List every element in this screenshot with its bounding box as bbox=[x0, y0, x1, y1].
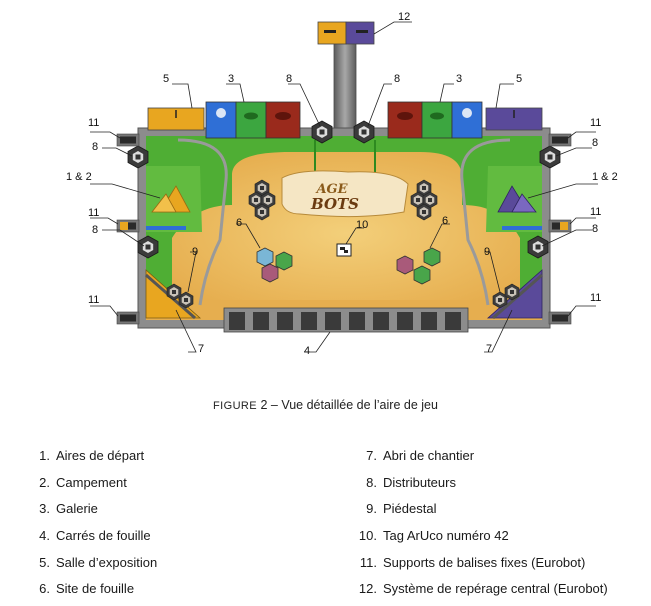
legend-item: 3. Galerie bbox=[38, 499, 157, 526]
excavation-site-left bbox=[256, 247, 293, 283]
legend-label: Campement bbox=[56, 474, 127, 490]
callout-4: 4 bbox=[304, 345, 310, 357]
legend-left-column: 1.Aires de départ 2.Campement 3.Galerie … bbox=[38, 446, 157, 606]
legend-label: Tag ArUco numéro 42 bbox=[383, 528, 509, 544]
logo-line-2: BOTS bbox=[310, 195, 359, 213]
legend-number: 9. bbox=[366, 501, 377, 517]
callout-12: 12 bbox=[398, 11, 410, 23]
legend-number: 1. bbox=[39, 448, 50, 463]
legend-item: 8. Distributeurs bbox=[357, 473, 608, 500]
callout-11-left-bottom: 11 bbox=[88, 294, 99, 306]
legend-label: Site de fouille bbox=[56, 581, 135, 597]
callout-8-left-top: 8 bbox=[92, 141, 98, 153]
callout-6-right: 6 bbox=[442, 215, 448, 227]
legend-number: 8. bbox=[366, 474, 377, 490]
figure-caption: FIGURE 2 – Vue détaillée de l’aire de je… bbox=[0, 398, 651, 412]
legend-item: 6. Site de fouille bbox=[38, 579, 157, 606]
gallery-left bbox=[205, 101, 301, 139]
callout-9-left: 9 bbox=[192, 246, 198, 258]
legend-number: 2. bbox=[39, 474, 50, 490]
legend-number: 5. bbox=[39, 554, 50, 570]
aruco-tag bbox=[336, 243, 352, 257]
caption-prefix: FIGURE bbox=[213, 400, 258, 412]
callout-11-left-top: 11 bbox=[88, 117, 99, 129]
callout-11-left-mid: 11 bbox=[88, 207, 99, 219]
callout-8-top-left: 8 bbox=[286, 73, 292, 85]
legend-label: Aires de départ bbox=[56, 448, 145, 463]
start-area-yellow bbox=[146, 166, 202, 232]
display-room-yellow bbox=[147, 107, 205, 131]
legend-number: 11. bbox=[359, 554, 377, 570]
callout-1and2-left: 1 & 2 bbox=[66, 171, 92, 183]
callout-10: 10 bbox=[356, 219, 368, 231]
callout-11-right-top: 11 bbox=[590, 117, 601, 129]
excavation-squares bbox=[223, 307, 469, 333]
legend-number: 6. bbox=[39, 581, 50, 597]
excavation-site-right bbox=[396, 247, 441, 285]
start-area-purple bbox=[486, 166, 542, 232]
callout-9-right: 9 bbox=[484, 246, 490, 258]
callout-11-right-mid: 11 bbox=[590, 206, 601, 218]
legend-item: 11. Supports de balises fixes (Eurobot) bbox=[357, 553, 608, 580]
callout-11-right-bottom: 11 bbox=[590, 292, 601, 304]
legend-label: Carrés de fouille bbox=[56, 528, 151, 544]
callout-8-top-right: 8 bbox=[394, 73, 400, 85]
callout-8-right-top: 8 bbox=[592, 137, 598, 149]
leader-lines bbox=[90, 21, 598, 353]
beacon-supports bbox=[116, 133, 572, 325]
legend-number: 12. bbox=[358, 581, 377, 597]
game-area-figure: AGE BOTS bbox=[66, 11, 618, 357]
legend-number: 3. bbox=[39, 501, 50, 517]
legend-item: 12. Système de repérage central (Eurobot) bbox=[357, 579, 608, 606]
callout-6-left: 6 bbox=[236, 217, 242, 229]
legend-item: 7. Abri de chantier bbox=[357, 446, 608, 473]
legend-item: 2. Campement bbox=[38, 473, 157, 500]
legend-item: 1. Aires de départ bbox=[38, 446, 157, 473]
callout-7-left: 7 bbox=[198, 343, 204, 355]
legend-label: Salle d’exposition bbox=[56, 554, 158, 570]
callout-8-right-mid: 8 bbox=[592, 223, 598, 235]
legend-number: 7. bbox=[366, 448, 377, 463]
callout-8-left-mid: 8 bbox=[92, 224, 98, 236]
legend-label: Abri de chantier bbox=[383, 448, 475, 463]
callout-labels: 12 5 3 8 8 3 5 11 8 1 & 2 11 8 9 11 7 11… bbox=[66, 11, 618, 357]
caption-text: 2 – Vue détaillée de l’aire de jeu bbox=[257, 398, 438, 412]
legend-number: 4. bbox=[39, 528, 50, 544]
legend-label: Supports de balises fixes (Eurobot) bbox=[383, 554, 586, 570]
legend-item: 4. Carrés de fouille bbox=[38, 526, 157, 553]
legend-right-column: 7. Abri de chantier 8. Distributeurs 9. Pié… bbox=[357, 446, 608, 606]
callout-5-right: 5 bbox=[516, 73, 522, 85]
legend-label: Système de repérage central (Eurobot) bbox=[383, 581, 608, 597]
legend-label: Galerie bbox=[56, 501, 98, 517]
logo-line-1: AGE bbox=[314, 182, 348, 197]
callout-7-right: 7 bbox=[486, 343, 492, 355]
callout-5-left: 5 bbox=[163, 73, 169, 85]
legend-number: 10. bbox=[358, 528, 377, 544]
callout-1and2-right: 1 & 2 bbox=[592, 171, 618, 183]
legend-label: Distributeurs bbox=[383, 474, 456, 490]
age-of-bots-logo: AGE BOTS bbox=[281, 170, 409, 218]
legend-item: 5. Salle d’exposition bbox=[38, 553, 157, 580]
gallery-right bbox=[387, 101, 483, 139]
callout-3-left: 3 bbox=[228, 73, 234, 85]
display-room-purple bbox=[485, 107, 543, 131]
legend-item: 9. Piédestal bbox=[357, 499, 608, 526]
legend-item: 10. Tag ArUco numéro 42 bbox=[357, 526, 608, 553]
legend-label: Piédestal bbox=[383, 501, 437, 517]
callout-3-right: 3 bbox=[456, 73, 462, 85]
